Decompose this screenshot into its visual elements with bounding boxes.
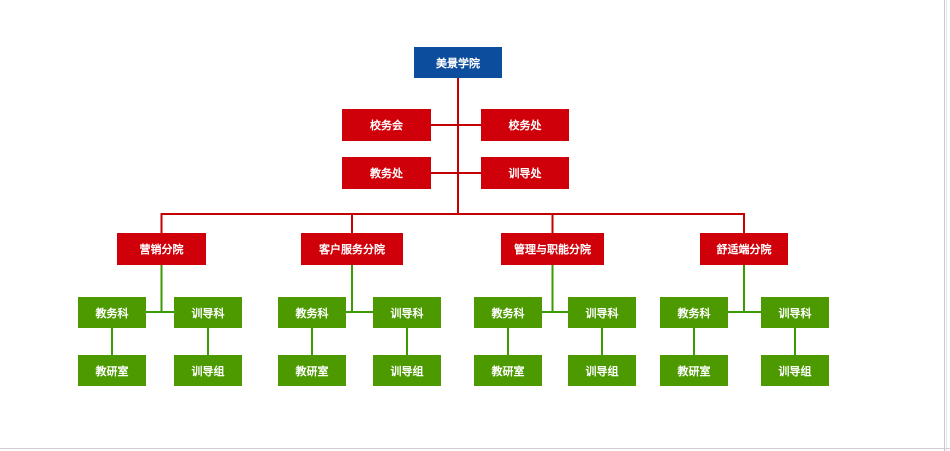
dept-node-guidance-section: 训导科: [174, 297, 242, 328]
window-edge: [944, 0, 945, 451]
admin-node-academic-office: 教务处: [342, 157, 431, 189]
admin-node-school-office: 校务处: [481, 109, 569, 141]
root-node: 美景学院: [414, 47, 502, 78]
dept-node-academic-section: 教务科: [278, 297, 346, 328]
dept-node-guidance-group: 训导组: [174, 355, 242, 386]
dept-node-research-room: 教研室: [660, 355, 728, 386]
dept-node-academic-section: 教务科: [474, 297, 542, 328]
branch-node-customer-service: 客户服务分院: [301, 233, 403, 265]
dept-node-guidance-section: 训导科: [761, 297, 829, 328]
dept-node-research-room: 教研室: [278, 355, 346, 386]
dept-node-guidance-section: 训导科: [373, 297, 441, 328]
dept-node-research-room: 教研室: [78, 355, 146, 386]
dept-node-academic-section: 教务科: [78, 297, 146, 328]
dept-node-guidance-section: 训导科: [568, 297, 636, 328]
admin-node-school-council: 校务会: [342, 109, 431, 141]
dept-node-academic-section: 教务科: [660, 297, 728, 328]
admin-node-guidance-office: 训导处: [481, 157, 569, 189]
branch-node-comfort: 舒适端分院: [700, 233, 788, 265]
window-edge: [946, 0, 947, 451]
branch-node-marketing: 营销分院: [117, 233, 206, 265]
dept-node-guidance-group: 训导组: [761, 355, 829, 386]
branch-node-management: 管理与职能分院: [501, 233, 604, 265]
dept-node-guidance-group: 训导组: [568, 355, 636, 386]
window-edge: [0, 448, 950, 449]
dept-node-guidance-group: 训导组: [373, 355, 441, 386]
dept-node-research-room: 教研室: [474, 355, 542, 386]
